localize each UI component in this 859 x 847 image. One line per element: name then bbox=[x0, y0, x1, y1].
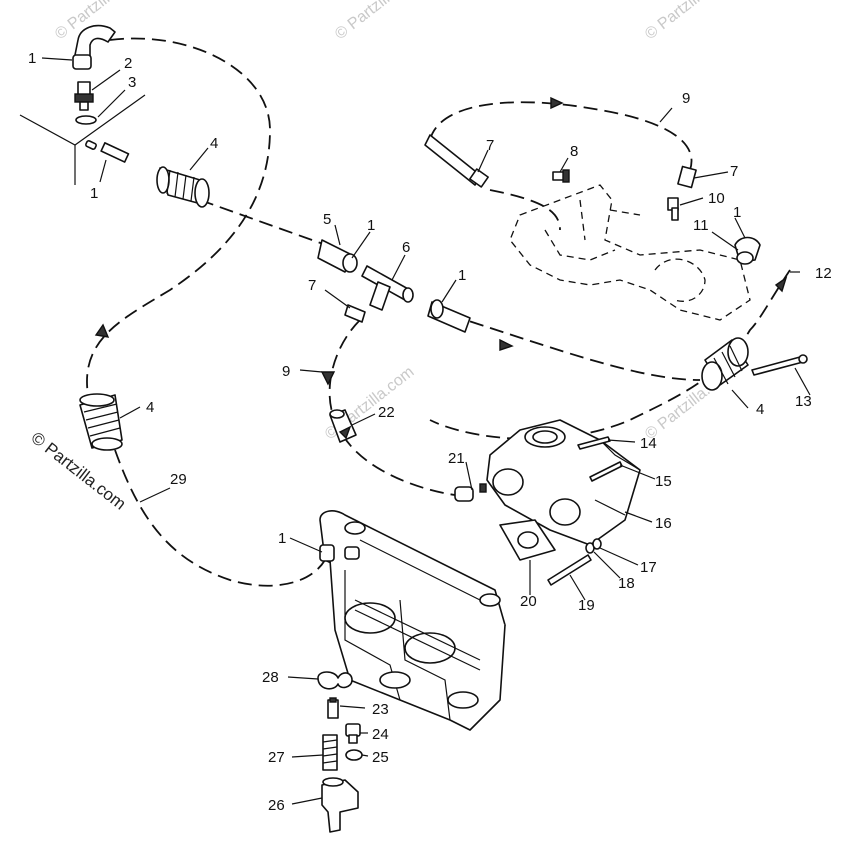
hose-part-1-top bbox=[72, 24, 116, 70]
callout-1: 1 bbox=[733, 204, 741, 221]
callout-8: 8 bbox=[570, 143, 578, 160]
callout-4: 4 bbox=[756, 401, 764, 418]
plug-part-23 bbox=[327, 697, 339, 719]
callout-10: 10 bbox=[708, 190, 725, 207]
callout-5: 5 bbox=[323, 211, 331, 228]
callout-6: 6 bbox=[402, 239, 410, 256]
hose-center-loop bbox=[328, 319, 456, 496]
gasket-part-28 bbox=[317, 671, 353, 690]
hose-part-5 bbox=[317, 239, 358, 273]
nipple-part-1 bbox=[85, 140, 130, 163]
callout-23: 23 bbox=[372, 701, 389, 718]
callout-28: 28 bbox=[262, 669, 279, 686]
callout-1: 1 bbox=[28, 50, 36, 67]
leader-lines bbox=[41, 57, 811, 805]
callout-7: 7 bbox=[308, 277, 316, 294]
hose-part-1-mid bbox=[427, 299, 471, 333]
callout-18: 18 bbox=[618, 575, 635, 592]
watermark-top-2: © Partzilla.com bbox=[332, 0, 427, 43]
washer-part-25 bbox=[345, 749, 363, 761]
hose-part-4-top bbox=[156, 166, 210, 208]
callout-2: 2 bbox=[124, 55, 132, 72]
hose-top-right bbox=[489, 189, 561, 231]
washers-part-17-18 bbox=[585, 538, 602, 554]
callout-4: 4 bbox=[146, 399, 154, 416]
spring-part-27 bbox=[322, 734, 338, 771]
callout-24: 24 bbox=[372, 726, 389, 743]
callout-1: 1 bbox=[458, 267, 466, 284]
callout-3: 3 bbox=[128, 74, 136, 91]
hose-right-loop bbox=[429, 269, 791, 440]
callout-4: 4 bbox=[210, 135, 218, 152]
engine-cylinder-block bbox=[319, 510, 506, 731]
hose-part-4-left bbox=[79, 393, 123, 451]
callout-15: 15 bbox=[655, 473, 672, 490]
fitting-part-2 bbox=[74, 81, 94, 111]
exhaust-manifold-part-16 bbox=[486, 419, 641, 546]
callout-7: 7 bbox=[486, 137, 494, 154]
callout-13: 13 bbox=[795, 393, 812, 410]
washer-part-3 bbox=[75, 115, 97, 125]
screw-part-14 bbox=[577, 436, 611, 450]
callout-9: 9 bbox=[282, 363, 290, 380]
callout-1: 1 bbox=[278, 530, 286, 547]
callout-16: 16 bbox=[655, 515, 672, 532]
hose-loop-left bbox=[86, 37, 271, 396]
callout-21: 21 bbox=[448, 450, 465, 467]
hose-middle-main bbox=[449, 314, 701, 381]
hose-part-7-top bbox=[424, 134, 489, 188]
hose-part-7-right bbox=[677, 165, 697, 189]
callout-9: 9 bbox=[682, 90, 690, 107]
callout-22: 22 bbox=[378, 404, 395, 421]
clamp-part-13 bbox=[751, 354, 808, 376]
hose-part-22 bbox=[329, 409, 357, 443]
gasket-part-20 bbox=[499, 519, 556, 561]
callout-29: 29 bbox=[170, 471, 187, 488]
fitting-part-10 bbox=[667, 197, 679, 221]
fitting-part-8 bbox=[552, 169, 570, 183]
elbow-part-21 bbox=[454, 483, 487, 502]
elbow-part-11 bbox=[734, 236, 761, 265]
callout-17: 17 bbox=[640, 559, 657, 576]
callout-26: 26 bbox=[268, 797, 285, 814]
hose-part-7-mid bbox=[344, 304, 366, 323]
hose-part-4-right bbox=[701, 337, 749, 391]
callout-labels: 1 2 3 1 4 5 1 6 7 1 9 7 8 7 10 11 1 12 9… bbox=[28, 50, 832, 814]
exhaust-ghost bbox=[509, 184, 751, 321]
callout-14: 14 bbox=[640, 435, 657, 452]
hose-upper-main bbox=[199, 199, 341, 251]
tee-part-6 bbox=[361, 265, 414, 311]
fitting-part-1-block bbox=[319, 544, 360, 562]
callout-7: 7 bbox=[730, 163, 738, 180]
housing-part-26 bbox=[321, 777, 359, 833]
hose-left-lower bbox=[114, 449, 326, 587]
callout-12: 12 bbox=[815, 265, 832, 282]
fitting-part-24 bbox=[345, 723, 361, 744]
bulkhead-plate bbox=[19, 94, 146, 185]
callout-11: 11 bbox=[693, 217, 709, 234]
flow-arrows bbox=[94, 96, 788, 440]
watermark-top-3: © Partzilla.com bbox=[642, 0, 737, 43]
callout-1: 1 bbox=[367, 217, 375, 234]
callout-27: 27 bbox=[268, 749, 285, 766]
hose-routing bbox=[86, 37, 791, 587]
callout-1: 1 bbox=[90, 185, 98, 202]
hose-top-loop bbox=[429, 101, 693, 171]
callout-19: 19 bbox=[578, 597, 595, 614]
callout-20: 20 bbox=[520, 593, 537, 610]
callout-25: 25 bbox=[372, 749, 389, 766]
bolt-part-19 bbox=[547, 554, 592, 586]
